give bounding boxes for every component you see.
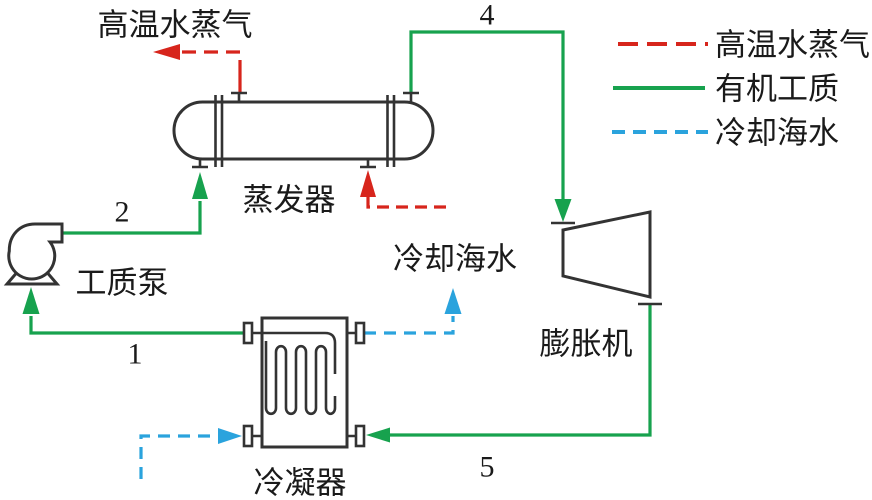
condenser-feed-pipe [262,331,337,374]
stream-number-5: 5 [480,451,495,484]
legend-item-seawater: 冷却海水 [612,116,839,151]
pump-body [7,222,64,281]
tube-sheet-right [386,95,396,167]
condenser-coil [264,341,337,416]
organic-line-1 [22,287,244,335]
pump-symbol [3,222,64,286]
arrow-down-into-expander [554,199,572,222]
arrow-right-seawater-in [218,428,242,444]
arrow-up-into-evaporator [192,172,208,199]
legend-organic-label: 有机工质 [715,72,839,107]
organic-line-2 [62,172,208,235]
expander-label: 膨胀机 [540,327,633,362]
condenser-flange-tr [354,321,366,345]
condenser-flange-br [354,424,366,448]
legend-item-steam: 高温水蒸气 [618,28,870,63]
legend-item-organic: 有机工质 [613,72,839,107]
organic-line-5 [366,304,652,443]
steam-out-label: 高温水蒸气 [98,8,253,43]
condenser-flange-bl [242,424,254,448]
legend-steam-label: 高温水蒸气 [715,28,870,63]
condenser-flange-tl [242,321,254,345]
pump-label: 工质泵 [76,266,169,301]
legend-seawater-label: 冷却海水 [715,116,839,151]
steam-out-line [153,44,242,93]
seawater-in-line [139,428,242,479]
condenser-stubs [252,331,356,438]
cooling-water-label: 冷却海水 [393,242,517,277]
evaporator-nozzles [192,91,419,169]
stream-number-2: 2 [115,196,130,229]
stream-number-1: 1 [128,338,143,371]
evaporator-symbol [172,91,435,169]
stream-number-4: 4 [480,0,495,32]
organic-line-4 [409,30,572,222]
arrow-left-steam-out [153,44,180,60]
tube-sheet-left [214,95,224,167]
expander-symbol [551,210,662,306]
arrow-up-steam-into-evaporator [360,170,376,197]
condenser-symbol [242,316,366,449]
seawater-out-line [364,288,462,335]
steam-in-line [360,170,452,209]
arrow-left-into-condenser [366,427,390,443]
legend: 高温水蒸气 有机工质 冷却海水 [612,28,870,151]
arrow-up-seawater-out [444,288,462,314]
evaporator-label: 蒸发器 [243,183,336,218]
condenser-label: 冷凝器 [254,466,347,500]
arrow-up-into-pump [22,287,40,314]
